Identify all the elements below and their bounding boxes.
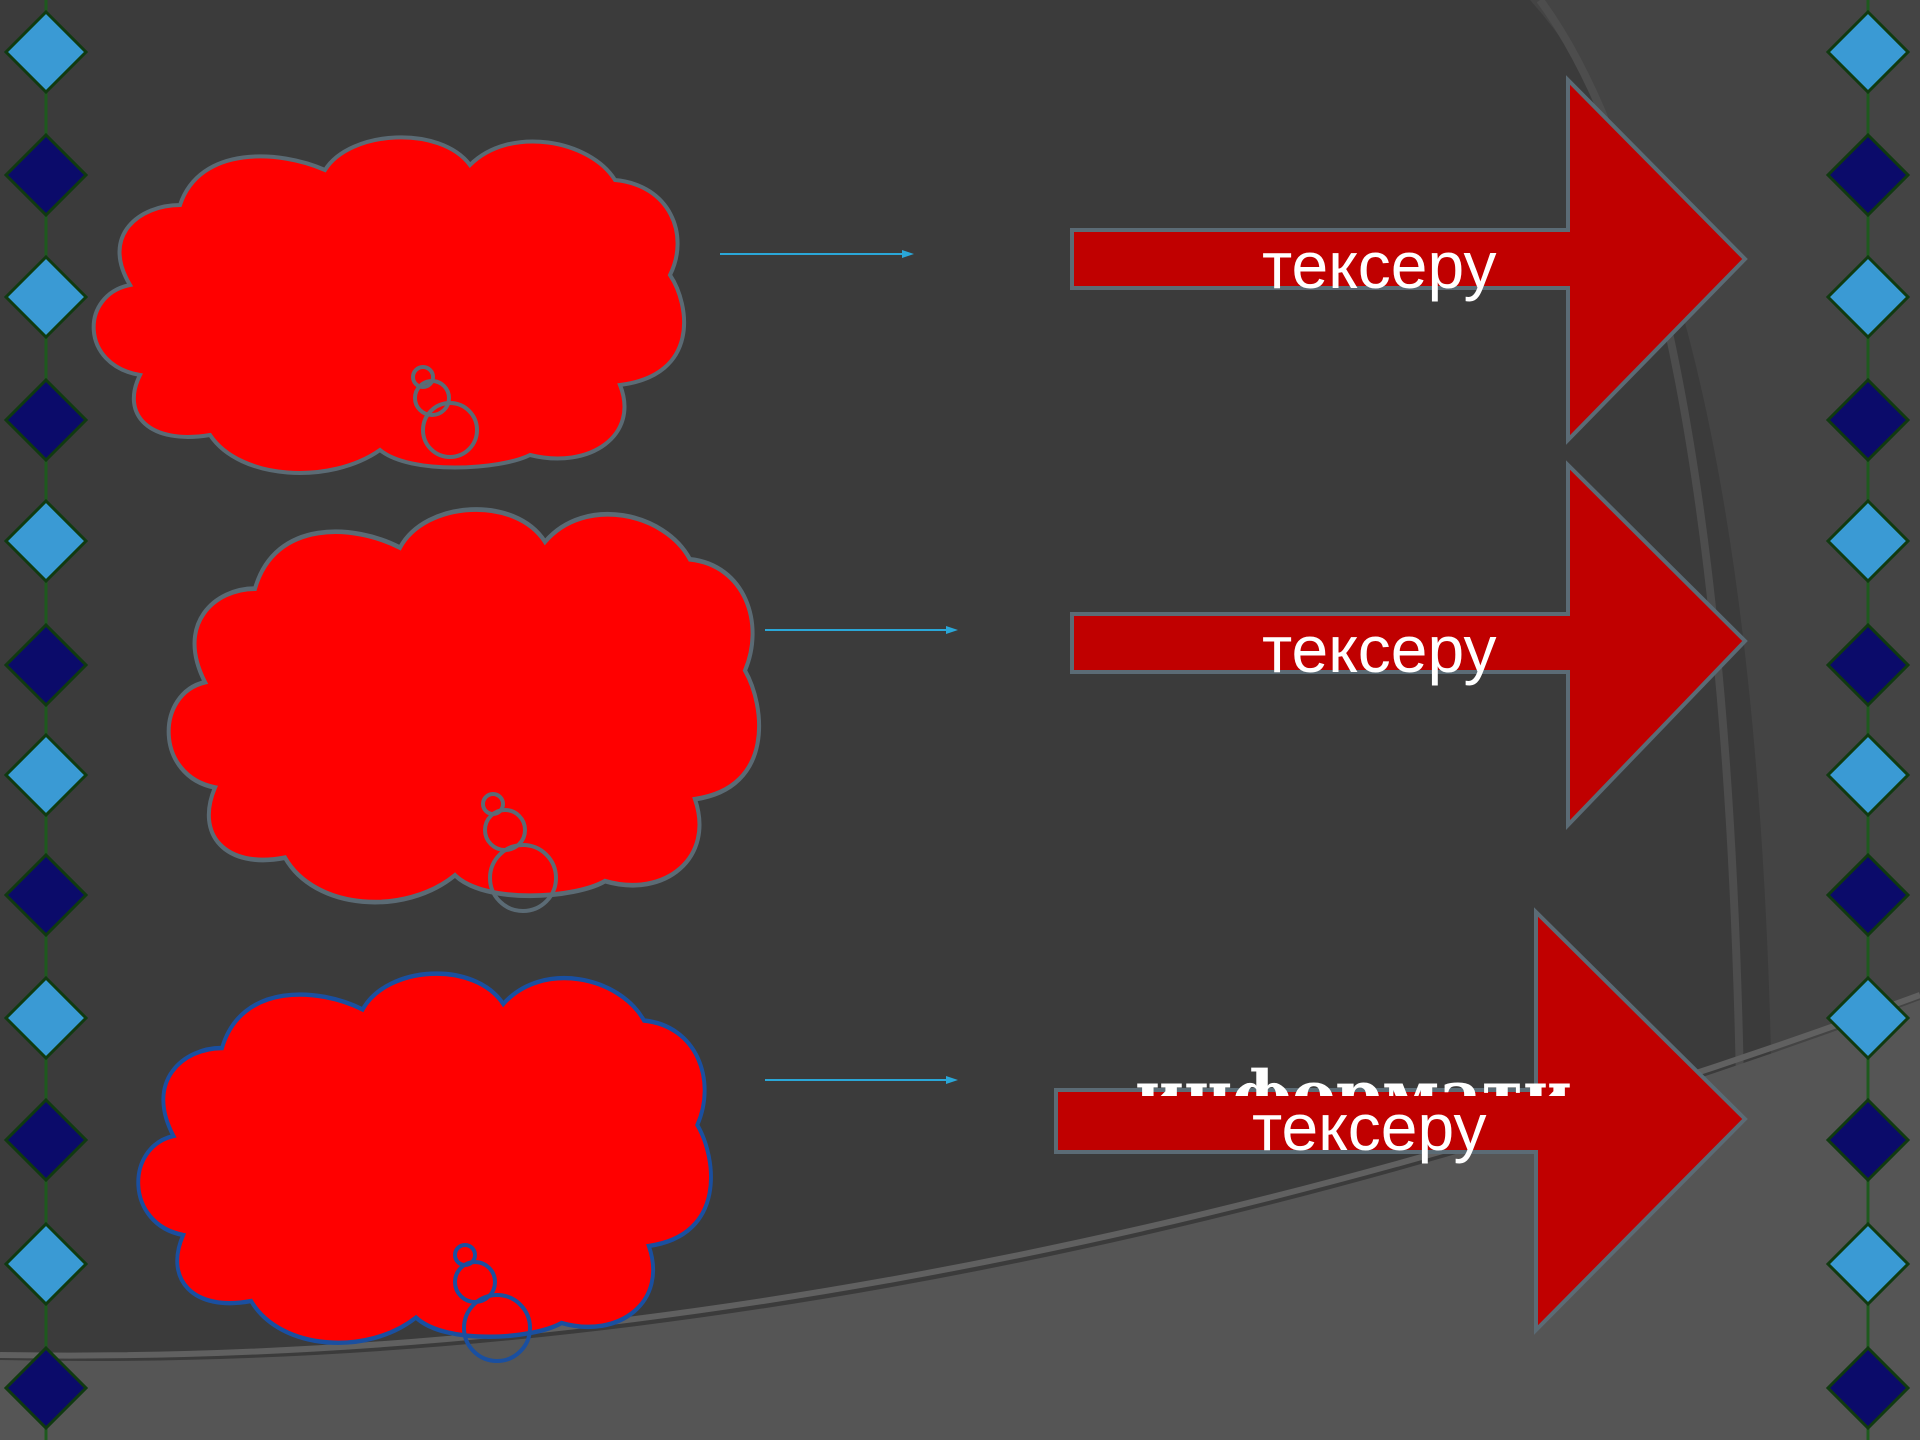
- right-diamond-border: [1825, 0, 1911, 1440]
- connector-arrowhead-1: [902, 250, 914, 258]
- diamond-ornament: [3, 9, 89, 95]
- diamond-ornament: [1825, 1221, 1911, 1307]
- diamond-ornament: [1825, 254, 1911, 340]
- arrow-label-3: тексеру: [1252, 1090, 1487, 1164]
- arrow-label-2: тексеру: [1262, 612, 1497, 686]
- block-arrow-3: [1054, 907, 1748, 1335]
- diamond-ornament: [3, 622, 89, 708]
- diamond-ornament: [3, 852, 89, 938]
- diamond-ornament: [3, 498, 89, 584]
- diamond-ornament: [1825, 1097, 1911, 1183]
- diamond-ornament: [3, 132, 89, 218]
- diamond-ornament: [3, 732, 89, 818]
- block-arrow-2: [1070, 460, 1748, 830]
- diamond-ornament: [3, 1097, 89, 1183]
- thought-cloud-2: [166, 507, 762, 913]
- diamond-ornament: [1825, 132, 1911, 218]
- thought-cloud-1: [91, 135, 686, 475]
- diamond-ornament: [3, 1221, 89, 1307]
- connector-arrowhead-3: [946, 1076, 958, 1084]
- arrow-label-1: тексеру: [1262, 228, 1497, 302]
- diamond-ornament: [1825, 377, 1911, 463]
- diamond-ornament: [1825, 732, 1911, 818]
- connector-arrowhead-2: [946, 626, 958, 634]
- hidden-text-row-3: информати: [1135, 1062, 1572, 1096]
- diamond-ornament: [3, 975, 89, 1061]
- thought-cloud-3: [136, 971, 713, 1363]
- diamond-ornament: [1825, 9, 1911, 95]
- diamond-ornament: [3, 1345, 89, 1431]
- left-diamond-border: [3, 0, 89, 1440]
- diamond-ornament: [1825, 975, 1911, 1061]
- diamond-ornament: [3, 254, 89, 340]
- block-arrow-1: [1070, 75, 1748, 445]
- diamond-ornament: [3, 377, 89, 463]
- diamond-ornament: [1825, 498, 1911, 584]
- diamond-ornament: [1825, 852, 1911, 938]
- diamond-ornament: [1825, 622, 1911, 708]
- diamond-ornament: [1825, 1345, 1911, 1431]
